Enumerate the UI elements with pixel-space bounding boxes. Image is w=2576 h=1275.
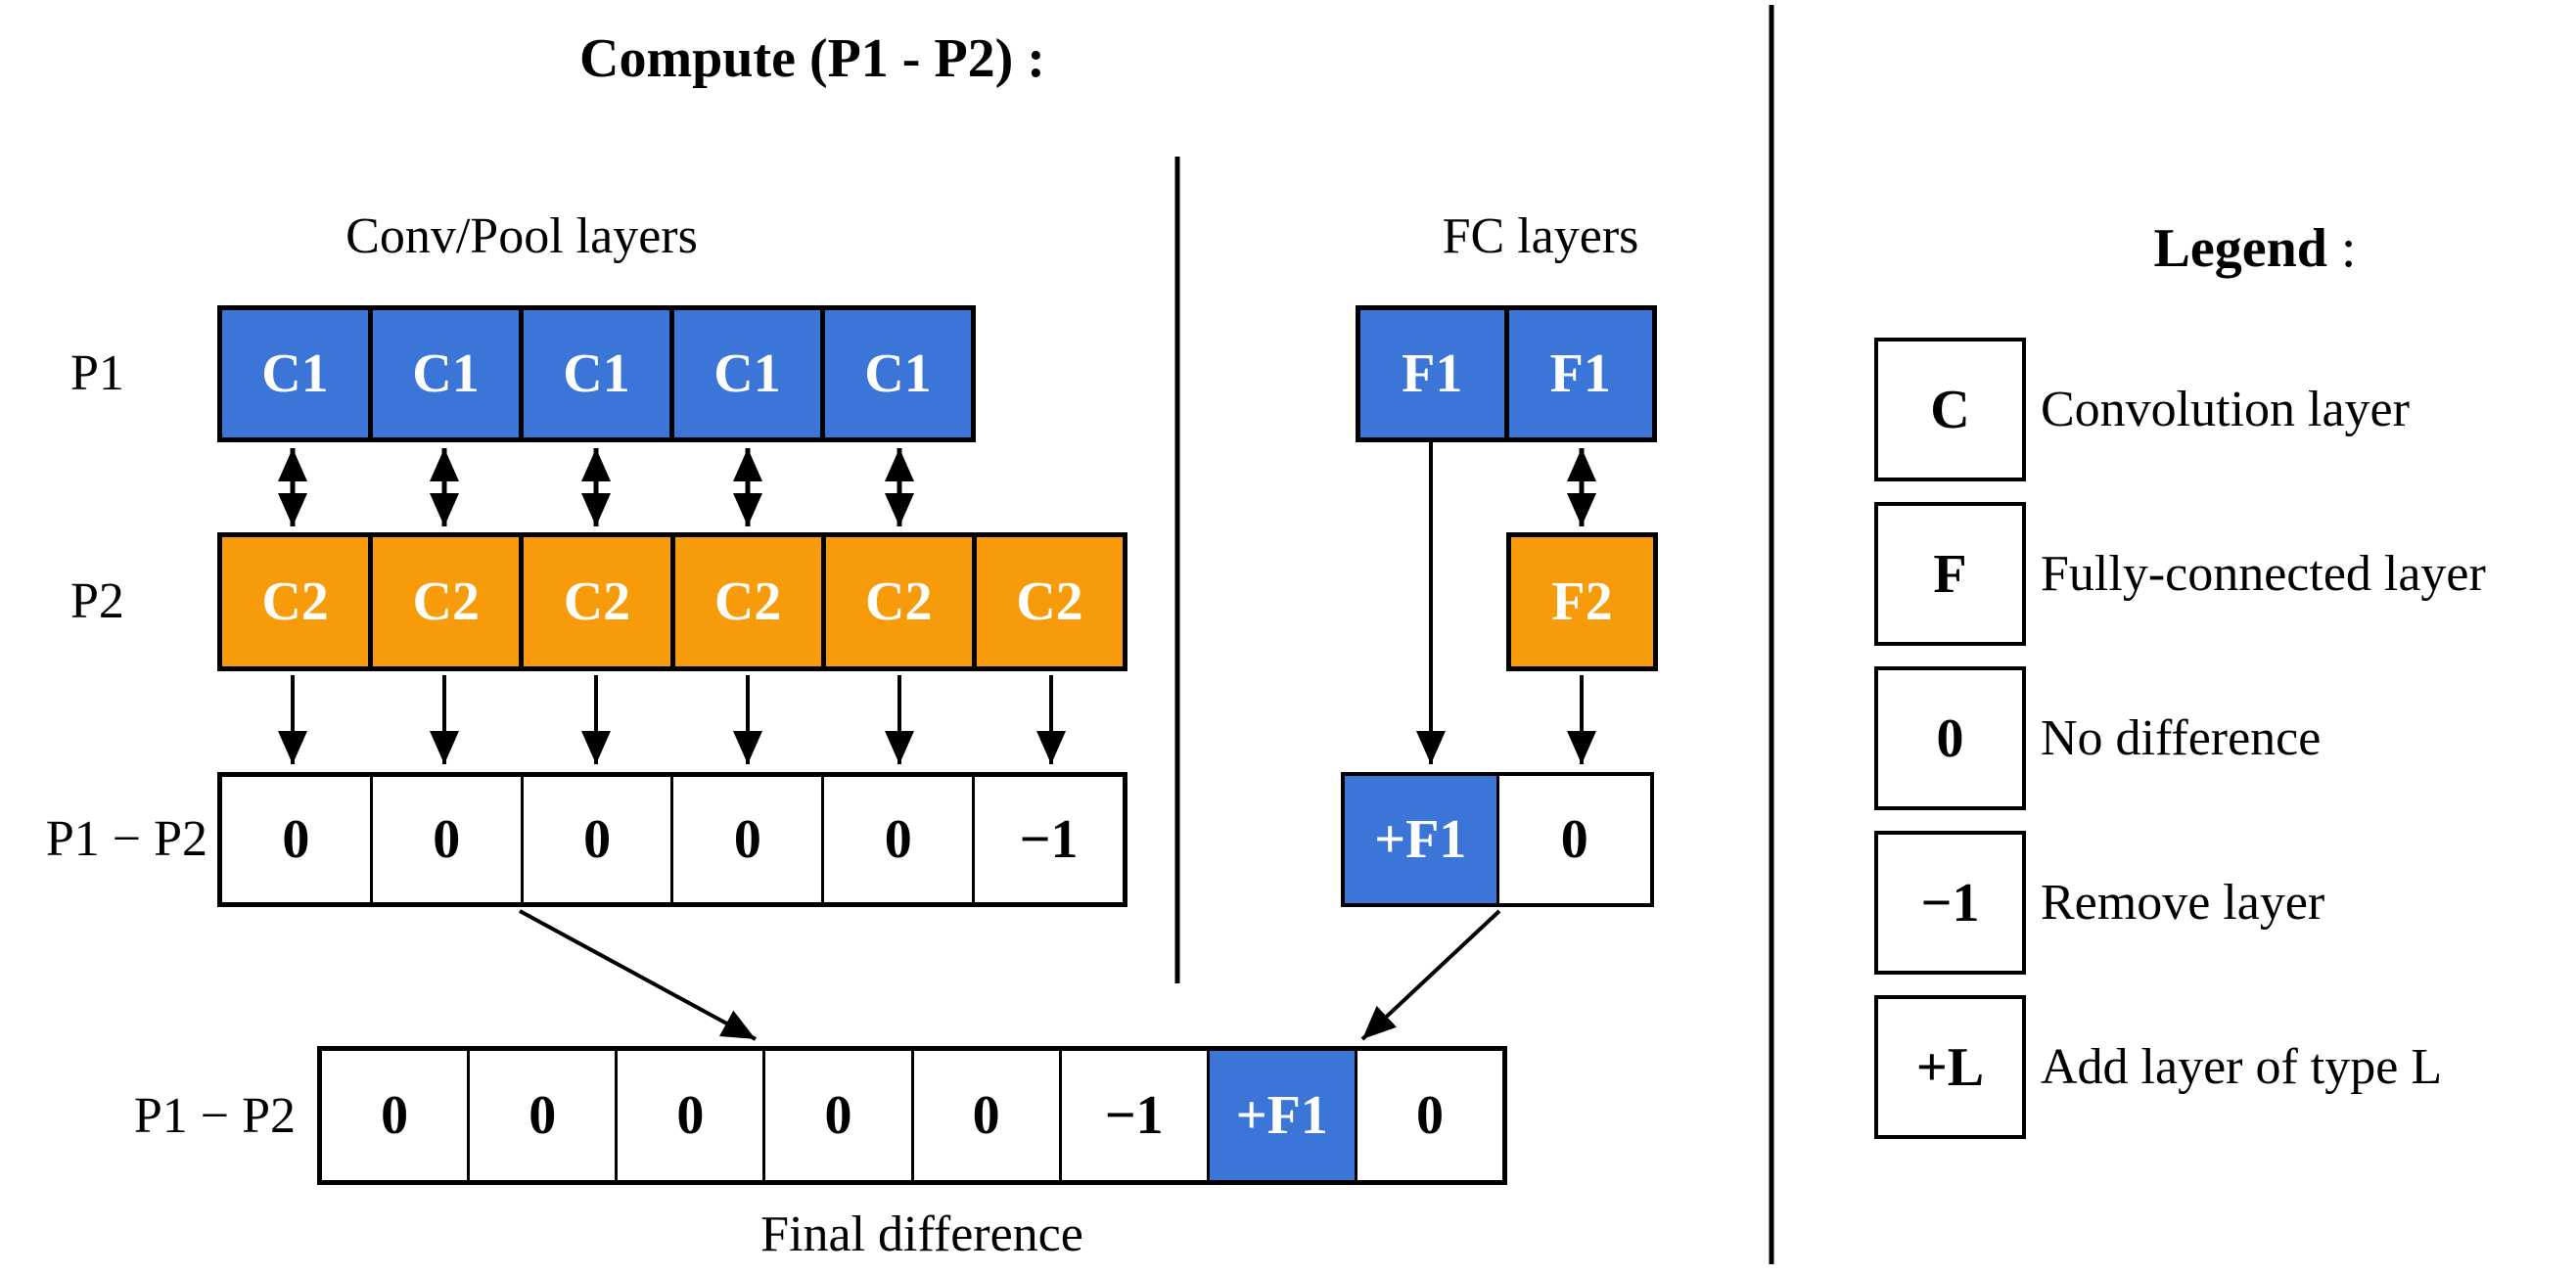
fc-p2-row: F2 xyxy=(1506,532,1658,671)
diff-cell: 0 xyxy=(369,777,521,902)
legend-item-description: No difference xyxy=(2041,710,2322,766)
fc-section-header: FC layers xyxy=(1442,208,1639,264)
final-cell: 0 xyxy=(1354,1051,1502,1180)
c2-cell: C2 xyxy=(820,537,972,666)
p2-row-label: P2 xyxy=(70,573,124,629)
p1-row-label: P1 xyxy=(70,345,124,401)
legend-header-text: Legend xyxy=(2153,218,2327,279)
final-cell: 0 xyxy=(322,1051,468,1180)
c2-cell: C2 xyxy=(971,537,1124,666)
legend-item-description: Remove layer xyxy=(2041,875,2325,931)
legend-item-description: Fully-connected layer xyxy=(2041,546,2486,602)
f1-cell: F1 xyxy=(1503,310,1652,437)
diff-cell: 0 xyxy=(1495,776,1650,903)
c1-cell: C1 xyxy=(519,310,669,437)
legend-symbol-box-0: 0 xyxy=(1874,666,2026,810)
fc-diff-row: +F1 0 xyxy=(1341,772,1654,907)
final-plus-f1-cell: +F1 xyxy=(1206,1051,1355,1180)
final-row-label: P1 − P2 xyxy=(133,1088,296,1144)
legend-item-description: Add layer of type L xyxy=(2041,1039,2443,1095)
legend-item-description: Convolution layer xyxy=(2041,382,2410,437)
legend-symbol-box-plusL: +L xyxy=(1874,995,2026,1139)
conv-p1-row: C1 C1 C1 C1 C1 xyxy=(217,305,976,442)
legend-header-colon: : xyxy=(2326,218,2357,279)
fc-p1-row: F1 F1 xyxy=(1356,305,1657,442)
conv-compare-arrows xyxy=(278,448,914,526)
diff-cell: 0 xyxy=(821,777,973,902)
f1-cell: F1 xyxy=(1360,310,1504,437)
legend-symbol-box-c: C xyxy=(1874,338,2026,481)
final-diff-row: 0 0 0 0 0 −1 +F1 0 xyxy=(317,1046,1507,1185)
conv-diff-arrows xyxy=(278,675,1066,764)
final-cell: 0 xyxy=(910,1051,1059,1180)
fc-merge-arrow xyxy=(1360,909,1501,1041)
conv-section-header: Conv/Pool layers xyxy=(345,208,698,264)
c1-cell: C1 xyxy=(820,310,971,437)
diff-cell: 0 xyxy=(222,777,370,902)
f2-cell: F2 xyxy=(1511,537,1653,666)
conv-merge-arrow xyxy=(519,909,757,1041)
c2-cell: C2 xyxy=(519,537,670,666)
c1-cell: C1 xyxy=(222,310,368,437)
final-cell: 0 xyxy=(762,1051,911,1180)
conv-p2-row: C2 C2 C2 C2 C2 C2 xyxy=(217,532,1127,671)
conv-diff-row: 0 0 0 0 0 −1 xyxy=(217,772,1127,907)
final-cell: −1 xyxy=(1058,1051,1207,1180)
diff-row-label: P1 − P2 xyxy=(45,811,207,867)
c2-cell: C2 xyxy=(222,537,369,666)
c2-cell: C2 xyxy=(669,537,821,666)
plus-f1-cell: +F1 xyxy=(1345,776,1496,903)
legend-header: Legend : xyxy=(2154,217,2357,280)
diagram-title: Compute (P1 - P2) : xyxy=(579,28,1045,89)
c1-cell: C1 xyxy=(669,310,820,437)
diff-cell: 0 xyxy=(670,777,822,902)
merge-arrows xyxy=(519,909,1501,1041)
diff-cell: −1 xyxy=(972,777,1123,902)
diff-cell: 0 xyxy=(520,777,671,902)
final-cell: 0 xyxy=(467,1051,616,1180)
final-cell: 0 xyxy=(615,1051,763,1180)
final-diff-caption: Final difference xyxy=(760,1207,1083,1262)
legend-symbol-box-minus1: −1 xyxy=(1874,831,2026,975)
c1-cell: C1 xyxy=(368,310,519,437)
c2-cell: C2 xyxy=(368,537,520,666)
legend-symbol-box-f: F xyxy=(1874,502,2026,646)
